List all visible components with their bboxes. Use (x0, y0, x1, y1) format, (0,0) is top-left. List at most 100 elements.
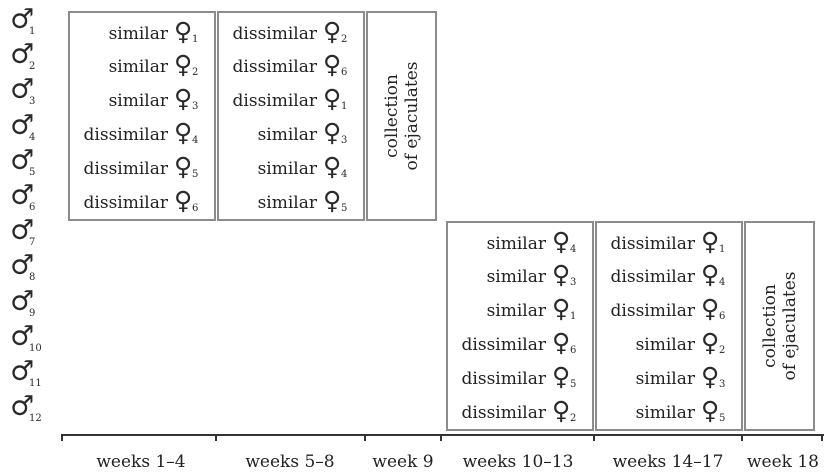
female-index: 3 (570, 277, 577, 288)
week-label: week 9 (372, 452, 434, 472)
pairing-row: similar♀1 (487, 294, 577, 324)
female-icon: ♀ (174, 50, 193, 79)
male-label: ♂4 (10, 110, 50, 145)
female-label: ♀5 (174, 152, 199, 182)
female-label: ♀1 (552, 294, 577, 324)
pairing-row: dissimilar♀2 (233, 17, 348, 47)
similarity-label: dissimilar (232, 91, 317, 111)
female-label: ♀5 (552, 362, 576, 392)
axis-tick (215, 434, 217, 441)
male-index: 9 (29, 307, 36, 319)
week-label: weeks 1–4 (96, 452, 186, 472)
female-index: 1 (570, 311, 577, 322)
week-label: weeks 14–17 (612, 452, 724, 472)
pairing-row: dissimilar♀4 (611, 260, 726, 290)
female-icon: ♀ (323, 84, 342, 113)
female-label: ♀3 (552, 260, 577, 290)
female-index: 6 (192, 203, 199, 214)
female-label: ♀3 (701, 362, 725, 392)
female-label: ♀4 (701, 260, 726, 290)
pairing-row: similar ♀5 (635, 396, 726, 426)
similarity-label: dissimilar (83, 159, 168, 179)
similarity-label: dissimilar (83, 193, 168, 213)
female-icon: ♀ (701, 328, 720, 357)
female-index: 1 (719, 244, 726, 255)
male-label: ♂8 (10, 251, 50, 285)
similarity-label: similar (257, 159, 317, 179)
pairing-row: dissimilar ♀2 (461, 396, 577, 426)
female-label: ♀3 (174, 84, 199, 114)
male-icon: ♂ (10, 144, 35, 176)
similarity-label: dissimilar (461, 403, 546, 423)
similarity-label: similar (108, 91, 168, 111)
female-index: 2 (570, 413, 577, 424)
male-icon: ♂ (10, 250, 35, 282)
similarity-label: dissimilar (461, 335, 546, 355)
female-icon: ♀ (323, 152, 342, 181)
collection-line: of ejaculates (401, 61, 422, 171)
female-label: ♀6 (174, 186, 199, 216)
male-label: ♂9 (10, 286, 50, 321)
female-label: ♀2 (552, 396, 577, 426)
pairing-row: similar ♀3 (108, 84, 199, 114)
similarity-label: dissimilar (83, 125, 168, 145)
female-index: 3 (192, 101, 199, 112)
male-index: 4 (29, 131, 36, 143)
pairing-row: similar ♀4 (257, 152, 348, 182)
male-index: 12 (29, 413, 42, 425)
pairing-row: dissimilar ♀5 (461, 362, 577, 392)
female-index: 4 (719, 277, 726, 288)
female-label: ♀1 (174, 17, 199, 47)
female-label: ♀1 (701, 227, 726, 257)
male-label: ♂6 (10, 181, 50, 215)
female-icon: ♀ (701, 396, 720, 425)
similarity-label: similar (257, 193, 317, 213)
male-index: 2 (29, 61, 36, 73)
similarity-label: similar (486, 267, 546, 287)
similarity-label: similar (108, 24, 168, 44)
male-label: ♂2 (10, 40, 50, 74)
pairing-row: similar ♀2 (635, 328, 726, 358)
male-icon: ♂ (10, 180, 35, 211)
male-label: ♂11 (10, 357, 50, 391)
female-index: 6 (719, 311, 726, 322)
male-label: ♂3 (10, 75, 50, 109)
female-icon: ♀ (323, 17, 342, 46)
male-icon: ♂ (10, 285, 35, 317)
female-label: ♀6 (552, 328, 577, 358)
similarity-label: similar (635, 403, 695, 423)
male-label: ♂5 (10, 145, 50, 180)
female-icon: ♀ (552, 328, 571, 357)
female-index: 5 (192, 169, 199, 180)
week-label: week 18 (746, 452, 819, 472)
similarity-label: similar (635, 335, 695, 355)
time-axis (62, 434, 824, 436)
female-icon: ♀ (174, 186, 193, 215)
female-index: 5 (719, 413, 726, 424)
pairing-row: similar♀2 (109, 50, 199, 80)
female-index: 2 (719, 345, 726, 356)
similarity-label: dissimilar (610, 301, 695, 321)
female-icon: ♀ (174, 17, 193, 46)
female-index: 6 (570, 345, 577, 356)
female-label: ♀5 (701, 396, 726, 426)
female-index: 1 (192, 34, 199, 45)
female-icon: ♀ (552, 260, 571, 289)
male-label: ♂7 (10, 216, 50, 250)
axis-tick (821, 434, 823, 441)
pairing-row: dissimilar ♀6 (461, 328, 577, 358)
pairing-row: similar♀4 (487, 227, 577, 257)
male-icon: ♂ (10, 356, 35, 387)
female-index: 4 (341, 169, 348, 180)
similarity-label: dissimilar (461, 369, 546, 389)
axis-tick (61, 434, 63, 441)
similarity-label: similar (257, 125, 317, 145)
male-icon: ♂ (10, 320, 35, 352)
axis-tick (440, 434, 442, 441)
male-label: ♂10 (10, 321, 50, 356)
female-icon: ♀ (174, 118, 193, 147)
